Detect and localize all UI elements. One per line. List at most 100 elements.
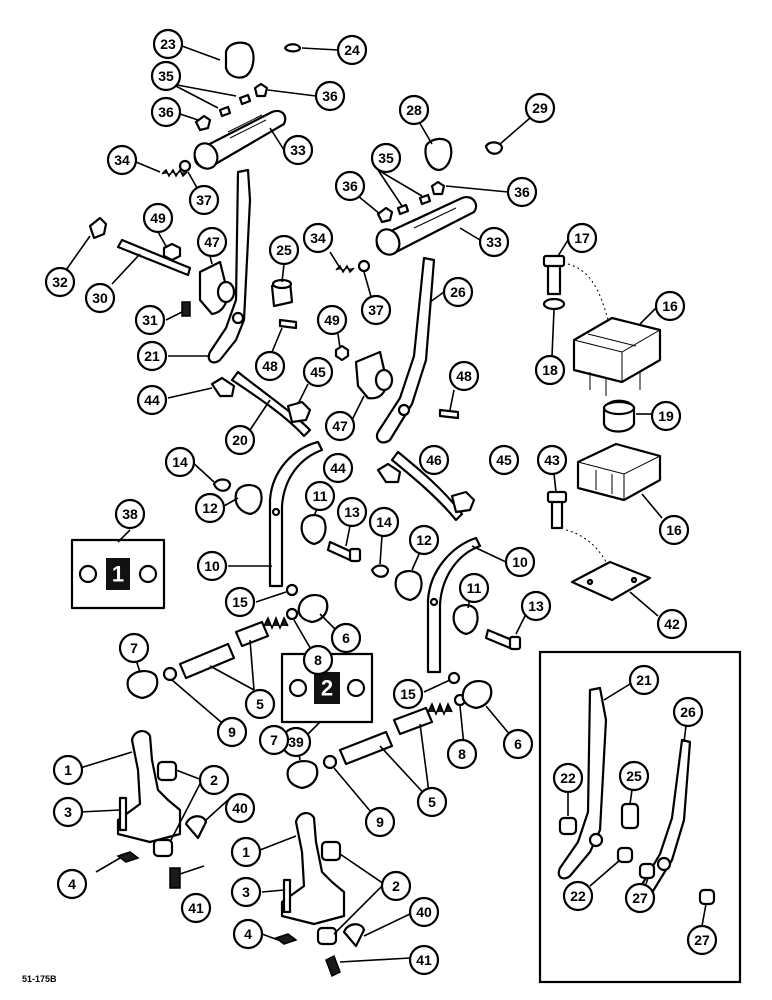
washer-14-a (212, 478, 232, 492)
lever-10-b (426, 536, 482, 674)
leader-15b (423, 679, 451, 693)
svg-text:27: 27 (694, 932, 710, 948)
svg-text:11: 11 (467, 580, 482, 596)
leader-15a (255, 591, 287, 603)
svg-text:33: 33 (290, 142, 306, 158)
svg-text:46: 46 (426, 452, 442, 468)
callout-22b: 22 (562, 880, 594, 912)
leader-1a (79, 751, 133, 769)
svg-text:22: 22 (560, 770, 576, 786)
leader-36c (357, 195, 381, 215)
svg-text:24: 24 (344, 42, 360, 58)
svg-text:29: 29 (532, 100, 548, 116)
bushing-2-b2 (316, 926, 338, 946)
callout-45a: 45 (302, 356, 334, 388)
pin-35-b (238, 93, 252, 106)
svg-text:42: 42 (664, 616, 680, 632)
leader-4a (95, 857, 121, 873)
callout-15b: 15 (392, 678, 424, 710)
washer-14-b (370, 564, 390, 578)
leader-27a (645, 877, 649, 885)
leader-37b (363, 271, 373, 301)
lever-21-b-hole (588, 832, 604, 848)
ball-15-a (285, 583, 299, 597)
knob-23 (224, 41, 255, 79)
svg-text:48: 48 (456, 368, 472, 384)
leader-38 (117, 529, 131, 543)
leader-36a (267, 89, 317, 97)
svg-text:10: 10 (512, 554, 528, 570)
svg-text:1: 1 (64, 762, 72, 778)
clip-4-a (116, 851, 140, 863)
svg-text:10: 10 (204, 558, 220, 574)
spring-8-a (263, 615, 289, 631)
callout-34a: 34 (106, 144, 138, 176)
svg-text:11: 11 (313, 488, 328, 504)
plug-7-a (126, 670, 159, 700)
plate-39-hole-right (346, 678, 366, 698)
bushing-2-a1 (156, 760, 178, 782)
spring-41-a (169, 867, 181, 889)
leader-33a (269, 127, 285, 151)
pin-35-d (418, 193, 432, 206)
dotted-guide-43 (565, 529, 613, 577)
gasket-42-hole-2 (630, 576, 638, 584)
plug-7-b (286, 760, 319, 790)
svg-text:36: 36 (322, 88, 338, 104)
pin-35-c (396, 203, 410, 216)
callout-28: 28 (398, 94, 430, 126)
leader-40a (205, 799, 229, 821)
svg-text:36: 36 (342, 178, 358, 194)
gasket-42 (570, 560, 652, 602)
svg-text:18: 18 (542, 362, 558, 378)
callout-5b: 5 (416, 786, 448, 818)
svg-text:41: 41 (188, 900, 204, 916)
callout-2b: 2 (380, 870, 412, 902)
clip-36-d (430, 180, 446, 196)
callout-13b: 13 (520, 590, 552, 622)
screw-48-a (278, 318, 298, 330)
leader-35a (171, 83, 237, 109)
lever-1-b (280, 812, 346, 926)
ring-8-a (285, 607, 299, 621)
svg-text:7: 7 (130, 640, 138, 656)
svg-text:4: 4 (244, 926, 252, 942)
bolt-13-a-head (348, 547, 362, 563)
leader-21b (603, 683, 631, 701)
housing-16-a (572, 316, 662, 384)
bushing-2-b1 (320, 840, 342, 862)
callout-45b: 45 (488, 444, 520, 476)
callout-14b: 14 (368, 506, 400, 538)
clip-36-b (253, 82, 269, 98)
callout-12b: 12 (408, 524, 440, 556)
leader-49a (157, 231, 167, 247)
leader-26b (683, 725, 687, 743)
bolt-13-b-head (508, 635, 522, 651)
screw-48-b (438, 408, 460, 420)
pin-35-a (218, 105, 232, 118)
housing-16-a-detail (573, 329, 661, 382)
callout-3b: 3 (230, 876, 262, 908)
link-46 (390, 450, 464, 522)
callout-48a: 48 (254, 350, 286, 382)
svg-text:6: 6 (514, 736, 522, 752)
callout-44b: 44 (322, 452, 354, 484)
callout-36a: 36 (314, 80, 346, 112)
svg-text:36: 36 (158, 104, 174, 120)
callouts: 23 24 35 36 36 33 34 37 49 47 32 30 31 2… (44, 28, 718, 976)
dotted-guide-17 (567, 263, 609, 321)
svg-text:41: 41 (416, 952, 432, 968)
bolt-43-head (546, 490, 568, 504)
svg-text:5: 5 (428, 794, 436, 810)
svg-text:9: 9 (376, 814, 384, 830)
callout-49b: 49 (316, 304, 348, 336)
clip-40-a (184, 815, 208, 840)
plate-38-number-bg (106, 558, 130, 590)
tube-33-b-slot (411, 202, 457, 229)
leader-25a (281, 263, 285, 283)
svg-text:26: 26 (680, 704, 696, 720)
svg-text:49: 49 (150, 210, 166, 226)
svg-text:23: 23 (160, 36, 176, 52)
bracket-47-b-boss (374, 368, 394, 392)
svg-text:14: 14 (376, 514, 392, 530)
